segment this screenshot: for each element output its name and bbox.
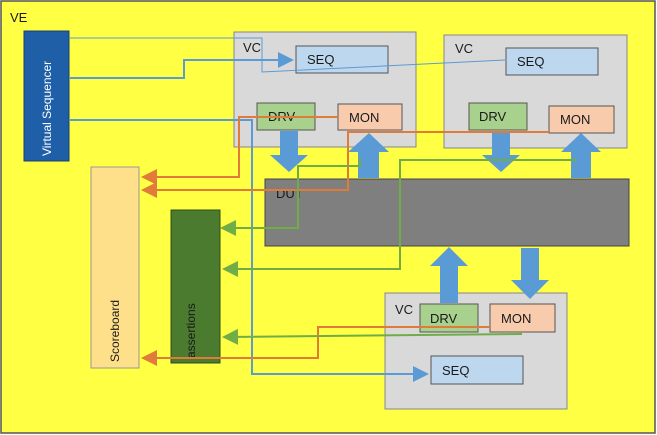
drv-to-dut-arrow-top-left [270, 131, 308, 172]
dut-to-mon-arrow-top-right [561, 133, 601, 178]
vc-bottom-mon-label: MON [501, 311, 531, 326]
vc-top-right-seq-box [505, 47, 599, 76]
vc-top-right-drv-label: DRV [479, 109, 507, 124]
vc-top-right-mon-label: MON [560, 112, 590, 127]
mon-top-right-to-scoreboard-line [141, 131, 549, 198]
mon-top-right-to-assertions-line [222, 159, 576, 277]
vc-top-left-mon-label: MON [349, 110, 379, 125]
vc-bottom-drv-label: DRV [430, 311, 458, 326]
vc-top-left-label: VC [243, 40, 261, 55]
drv-to-dut-arrow-bottom [511, 248, 549, 299]
scoreboard-label: Scoreboard [108, 300, 122, 362]
scoreboard-box [90, 166, 140, 369]
vc-top-right-drv-box [468, 102, 528, 131]
vc-top-right-label: VC [455, 41, 473, 56]
vc-bottom-seq-box [430, 355, 524, 385]
vc-top-right-seq-label: SEQ [517, 54, 544, 69]
vseq-to-seq-bottom-line [70, 119, 429, 382]
virtual-sequencer-box [23, 30, 70, 162]
vseq-to-seq-top-right-line [70, 37, 506, 73]
vc-top-left-mon-box [337, 103, 403, 131]
dut-to-mon-arrow-bottom [430, 247, 468, 303]
mon-top-left-to-scoreboard-line [141, 116, 338, 185]
vc-bottom-mon-box [489, 303, 556, 333]
mon-top-left-to-assertions-line [220, 158, 361, 236]
vc-top-left-seq-label: SEQ [307, 52, 334, 67]
vc-bottom-seq-label: SEQ [442, 363, 469, 378]
vc-bottom-label: VC [395, 302, 413, 317]
vc-top-right-mon-box [548, 105, 615, 134]
environment-label: VE [10, 10, 28, 25]
mon-bottom-to-assertions-line [222, 328, 523, 345]
vseq-to-seq-top-left-line [70, 52, 294, 79]
assertions-label: assertions [184, 303, 198, 358]
drv-to-dut-arrow-top-right [482, 131, 520, 172]
virtual-sequencer-label: Virtual Sequencer [40, 61, 54, 156]
assertions-box [170, 209, 221, 364]
mon-bottom-to-scoreboard-line [141, 326, 490, 366]
